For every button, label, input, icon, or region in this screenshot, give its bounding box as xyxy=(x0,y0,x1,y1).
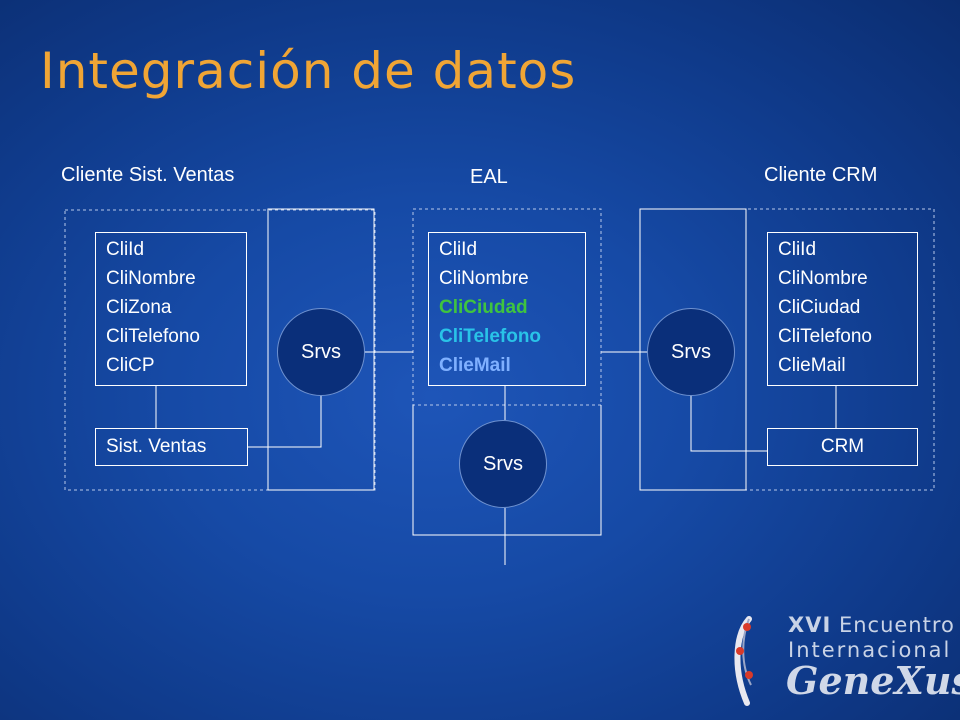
header-center: EAL xyxy=(470,166,508,188)
right-service-node: Srvs xyxy=(647,308,735,396)
field-cliid: CliId xyxy=(106,239,145,260)
field-clizona: CliZona xyxy=(106,297,172,318)
logo-line-2: Internacional xyxy=(788,638,952,662)
field-clitelefono: CliTelefono xyxy=(778,326,872,347)
field-clinombre: CliNombre xyxy=(778,268,868,289)
left-system-box: Sist. Ventas xyxy=(95,428,248,466)
field-clitelefono: CliTelefono xyxy=(106,326,200,347)
field-cliid: CliId xyxy=(778,239,817,260)
field-clinombre: CliNombre xyxy=(439,268,529,289)
header-right: Cliente CRM xyxy=(764,164,878,186)
field-clinombre: CliNombre xyxy=(106,268,196,289)
center-service-node: Srvs xyxy=(459,420,547,508)
field-clitelefono: CliTelefono xyxy=(439,326,542,347)
left-service-node: Srvs xyxy=(277,308,365,396)
center-entity-box: CliId CliNombre CliCiudad CliTelefono Cl… xyxy=(428,232,586,386)
field-cliemail: ClieMail xyxy=(778,355,846,376)
field-clicp: CliCP xyxy=(106,355,155,376)
slide-title: Integración de datos xyxy=(40,42,577,100)
field-cliemail: ClieMail xyxy=(439,355,511,376)
field-cliciudad: CliCiudad xyxy=(778,297,861,318)
logo-line-1: XVI Encuentro xyxy=(788,613,955,637)
right-entity-box: CliId CliNombre CliCiudad CliTelefono Cl… xyxy=(767,232,918,386)
field-cliciudad: CliCiudad xyxy=(439,297,528,318)
genexus-logo-icon xyxy=(734,616,753,706)
left-entity-box: CliId CliNombre CliZona CliTelefono CliC… xyxy=(95,232,247,386)
field-cliid: CliId xyxy=(439,239,478,260)
header-left: Cliente Sist. Ventas xyxy=(61,164,235,186)
logo-line-3: GeneXusTM xyxy=(786,658,960,703)
right-system-box: CRM xyxy=(767,428,918,466)
